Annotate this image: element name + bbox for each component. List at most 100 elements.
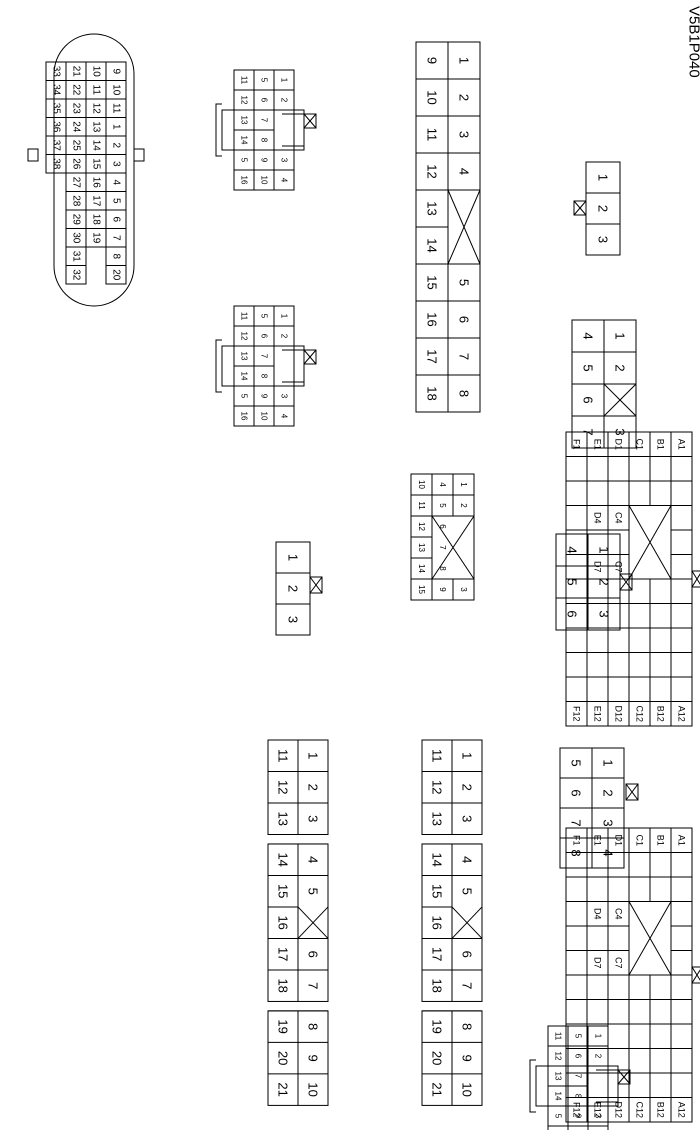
pin-label: 23 — [71, 103, 82, 115]
pin-label: 4 — [111, 179, 122, 185]
tab — [293, 345, 305, 387]
cross-line — [303, 113, 317, 129]
pin-label: 4 — [306, 856, 321, 863]
figure-id: V5B1P040 — [686, 6, 700, 78]
pin-label: 13 — [240, 116, 249, 125]
pin-label: 1 — [596, 174, 611, 181]
pin-label: 12 — [240, 332, 249, 341]
pin-label: 1 — [601, 759, 616, 766]
pin-label: 21 — [276, 1082, 291, 1096]
pin-label: 16 — [276, 915, 291, 929]
cross-line — [297, 906, 329, 939]
pin-label: 8 — [460, 1023, 475, 1030]
pin-label: 1 — [613, 332, 628, 339]
pin-label: 18 — [91, 214, 102, 226]
tab — [293, 109, 305, 151]
pin-label: 19 — [430, 1019, 445, 1033]
pin-label: 6 — [457, 316, 472, 323]
pin-label: 4 — [280, 414, 289, 419]
grid-cell — [565, 627, 588, 653]
pin-label: 12 — [91, 103, 102, 115]
grid-cell — [607, 876, 630, 902]
pin-label: 12 — [240, 96, 249, 105]
pin-label: 18 — [276, 978, 291, 992]
pin-label: 7 — [260, 118, 269, 123]
pin-label: 16 — [91, 177, 102, 189]
grid-cell — [649, 456, 672, 482]
grid-cell — [586, 627, 609, 653]
grid-cell — [670, 456, 693, 482]
pin-label: 14 — [417, 564, 426, 573]
pin-label: 3 — [460, 815, 475, 822]
pin-label: 25 — [71, 140, 82, 152]
grid-cell — [607, 999, 630, 1025]
grid-cell — [670, 1072, 693, 1098]
pin-cell — [567, 1125, 589, 1130]
pin-cell — [233, 405, 255, 427]
bracket — [215, 103, 222, 157]
pin-label: 1 — [457, 57, 472, 64]
grid-label: C12 — [635, 1101, 645, 1118]
pin-label: 3 — [597, 610, 612, 617]
grid-label: E1 — [593, 835, 603, 846]
pin-label: 1 — [460, 752, 475, 759]
connector-light-switch: 123 — [573, 161, 621, 256]
bracket — [529, 1059, 536, 1113]
pin-label: 20 — [111, 269, 122, 281]
pin-label: 38 — [51, 158, 62, 170]
grid-label: E1 — [593, 439, 603, 450]
pin-label: 10 — [306, 1082, 321, 1096]
pin-label: 5 — [457, 279, 472, 286]
pin-label: 2 — [597, 578, 612, 585]
pin-cell — [275, 603, 311, 636]
pin-label: 4 — [601, 849, 616, 856]
pin-label: 3 — [280, 158, 289, 163]
grid-cell — [649, 974, 672, 1000]
pin-label: 7 — [306, 982, 321, 989]
grid-cell — [670, 480, 693, 506]
pin-label: 9 — [425, 57, 440, 64]
grid-label: D7 — [593, 561, 603, 573]
pin-label: 15 — [430, 884, 445, 898]
grid-cell — [565, 456, 588, 482]
grid-cell — [607, 974, 630, 1000]
pin-label: 1 — [459, 482, 468, 487]
pin-label: 5 — [240, 158, 249, 163]
pin-label: 5 — [260, 78, 269, 83]
pin-label: 28 — [71, 195, 82, 207]
pin-cell — [585, 223, 621, 256]
grid-cell — [628, 1048, 651, 1074]
pin-label: 7 — [574, 1074, 583, 1079]
pin-label: 9 — [460, 1055, 475, 1062]
grid-cell — [565, 1097, 588, 1123]
pin-label: 6 — [306, 951, 321, 958]
grid-cell — [628, 652, 651, 678]
grid-cell — [565, 676, 588, 702]
grid-cell — [565, 999, 588, 1025]
grid-cell — [607, 925, 630, 951]
latch — [573, 200, 587, 216]
pin-label: 10 — [425, 90, 440, 104]
grid-cell — [649, 876, 672, 902]
pin-label: 6 — [438, 524, 447, 529]
grid-cell — [670, 950, 693, 976]
pin-label: 14 — [425, 238, 440, 252]
pin-label: 4 — [438, 482, 447, 487]
grid-cell — [607, 456, 630, 482]
grid-cell — [607, 1023, 630, 1049]
grid-label: A12 — [677, 1102, 687, 1118]
pin-label: 5 — [569, 759, 584, 766]
grid-cell — [586, 1072, 609, 1098]
pin-label: 13 — [91, 121, 102, 133]
pin-label: 2 — [306, 784, 321, 791]
pin-label: 14 — [240, 136, 249, 145]
pin-label: 9 — [260, 158, 269, 163]
grid-cell — [607, 480, 630, 506]
grid-cell — [607, 652, 630, 678]
pin-label: 8 — [111, 253, 122, 259]
pin-label: 33 — [51, 66, 62, 78]
grid-cell — [586, 480, 609, 506]
